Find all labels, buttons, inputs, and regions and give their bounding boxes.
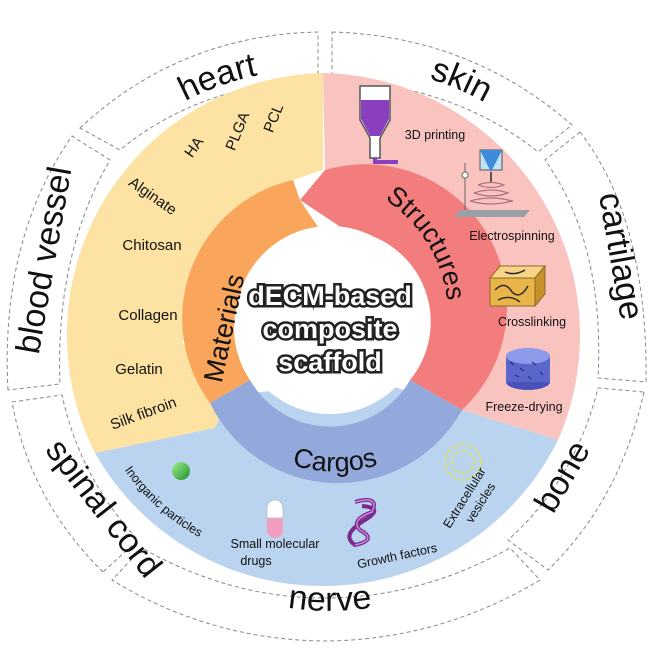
3d-printer-icon xyxy=(359,85,398,164)
materials-inner-sector xyxy=(182,180,320,403)
material-gelatin: Gelatin xyxy=(115,361,163,378)
structure-crosslinking: Crosslinking xyxy=(498,315,566,329)
structures-inner-sector xyxy=(300,164,508,410)
center-title-line2: composite xyxy=(262,314,397,344)
cargos-inner-sector xyxy=(210,380,462,484)
tissue-box-blood-vessel xyxy=(6,135,111,391)
structure-freeze-drying: Freeze-drying xyxy=(485,400,562,414)
tissue-box-spinal-cord xyxy=(11,394,139,573)
inner-ring xyxy=(182,164,508,484)
material-collagen: Collagen xyxy=(118,307,177,324)
center-title: dECM-based composite scaffold xyxy=(246,279,415,380)
crosslinking-icon xyxy=(488,264,547,308)
cargos-label: Cargos xyxy=(291,442,380,478)
structures-list: 3D printing Electrospinning Crosslinking… xyxy=(359,85,566,414)
tissue-box-heart xyxy=(79,31,319,151)
extracellular-vesicle-icon xyxy=(444,443,482,481)
material-chitosan: Chitosan xyxy=(122,237,181,254)
tissue-box-nerve xyxy=(111,547,541,642)
structure-electrospinning: Electrospinning xyxy=(469,229,555,243)
tissue-box-bone xyxy=(507,387,645,571)
tissue-box-skin xyxy=(331,31,573,153)
tissue-label-nerve: nerve xyxy=(287,578,374,619)
center-circle xyxy=(236,226,424,414)
inorganic-particle-icon xyxy=(172,462,190,480)
capsule-icon xyxy=(266,499,284,538)
structure-3d-printing: 3D printing xyxy=(405,128,465,142)
tissue-ring xyxy=(6,31,647,642)
growth-factor-icon xyxy=(347,498,377,548)
center-title-line1: dECM-based xyxy=(248,281,412,311)
cargo-small-molecular-line2: drugs xyxy=(240,554,271,568)
freeze-drying-icon xyxy=(506,348,550,390)
electrospinning-icon xyxy=(454,149,530,217)
center-title-line3: scaffold xyxy=(278,347,382,377)
tissue-box-cartilage xyxy=(544,131,647,383)
cargo-small-molecular-line1: Small molecular xyxy=(231,537,320,551)
